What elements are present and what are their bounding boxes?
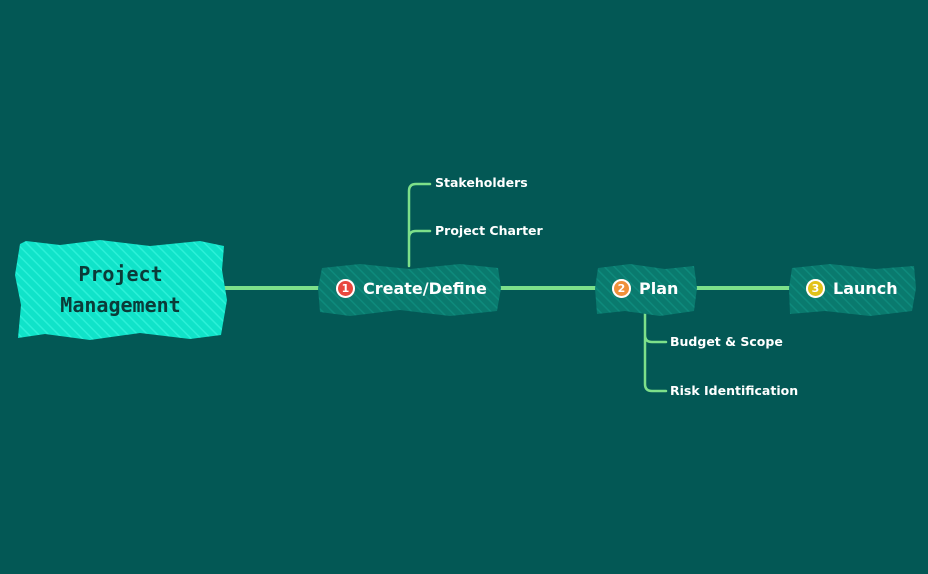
root-node[interactable]: Project Management <box>16 242 225 338</box>
topic-label: Plan <box>639 278 679 298</box>
topic-label: Create/Define <box>363 278 487 298</box>
connector-create-subtopics <box>407 182 432 268</box>
subtopic-stakeholders[interactable]: Stakeholders <box>435 175 528 190</box>
number-2-badge-icon: 2 <box>612 278 631 298</box>
root-node-shape <box>15 240 227 340</box>
subtopic-project-charter[interactable]: Project Charter <box>435 223 543 238</box>
subtopic-risk-identification[interactable]: Risk Identification <box>670 383 799 398</box>
topic-create-define[interactable]: 1 Create/Define <box>322 264 487 312</box>
number-1-badge-icon: 1 <box>336 278 355 298</box>
root-title-line2: Management <box>60 293 181 317</box>
topic-shape-plan <box>595 264 697 316</box>
topic-plan[interactable]: 2 Plan <box>598 264 678 312</box>
topic-label: Launch <box>833 278 898 298</box>
topic-shape-create <box>318 264 501 316</box>
subtopic-budget-scope[interactable]: Budget & Scope <box>670 334 783 349</box>
topic-launch[interactable]: 3 Launch <box>792 264 898 312</box>
root-title-line1: Project <box>78 262 163 286</box>
number-3-badge-icon: 3 <box>806 278 825 298</box>
topic-shape-launch <box>789 264 916 316</box>
connector-plan-subtopics <box>643 310 668 393</box>
